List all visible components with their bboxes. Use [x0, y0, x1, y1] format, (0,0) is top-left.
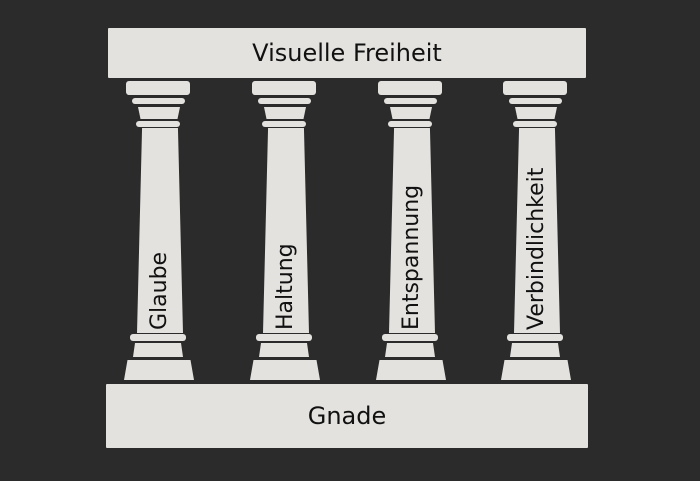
capital-ring	[388, 121, 432, 127]
foundation-label: Gnade	[307, 402, 387, 430]
pillar-shaft	[514, 128, 560, 333]
base-plinth	[250, 360, 320, 380]
base-block	[259, 343, 309, 357]
capital-band	[509, 98, 562, 104]
pillar-label: Glaube	[147, 251, 172, 330]
capital-band	[384, 98, 437, 104]
pillar-label: Haltung	[273, 243, 298, 330]
pillar-verbindlichkeit: Verbindlichkeit	[501, 0, 572, 481]
pillar-label: Verbindlichkeit	[524, 167, 549, 330]
base-plinth	[376, 360, 446, 380]
base-ring	[382, 334, 438, 341]
capital-top	[126, 81, 190, 95]
pillar-shaft	[137, 128, 183, 333]
capital-ring	[262, 121, 306, 127]
beam-title: Visuelle Freiheit	[252, 39, 442, 67]
base-block	[133, 343, 183, 357]
base-plinth	[124, 360, 194, 380]
pillar-haltung: Haltung	[250, 0, 321, 481]
base-plinth	[501, 360, 571, 380]
capital-neck	[390, 107, 432, 119]
capital-neck	[264, 107, 306, 119]
base-block	[510, 343, 560, 357]
pillar-glaube: Glaube	[124, 0, 195, 481]
capital-top	[378, 81, 442, 95]
foundation-platform: Gnade	[106, 384, 588, 448]
capital-neck	[138, 107, 180, 119]
pillar-entspannung: Entspannung	[376, 0, 447, 481]
base-ring	[507, 334, 563, 341]
capital-ring	[136, 121, 180, 127]
capital-ring	[513, 121, 557, 127]
top-beam: Visuelle Freiheit	[108, 28, 586, 78]
capital-neck	[515, 107, 557, 119]
capital-top	[252, 81, 316, 95]
pillar-shaft	[263, 128, 309, 333]
base-block	[385, 343, 435, 357]
base-ring	[130, 334, 186, 341]
base-ring	[256, 334, 312, 341]
capital-band	[258, 98, 311, 104]
pillar-label: Entspannung	[399, 184, 424, 330]
capital-band	[132, 98, 185, 104]
capital-top	[503, 81, 567, 95]
pillar-shaft	[389, 128, 435, 333]
